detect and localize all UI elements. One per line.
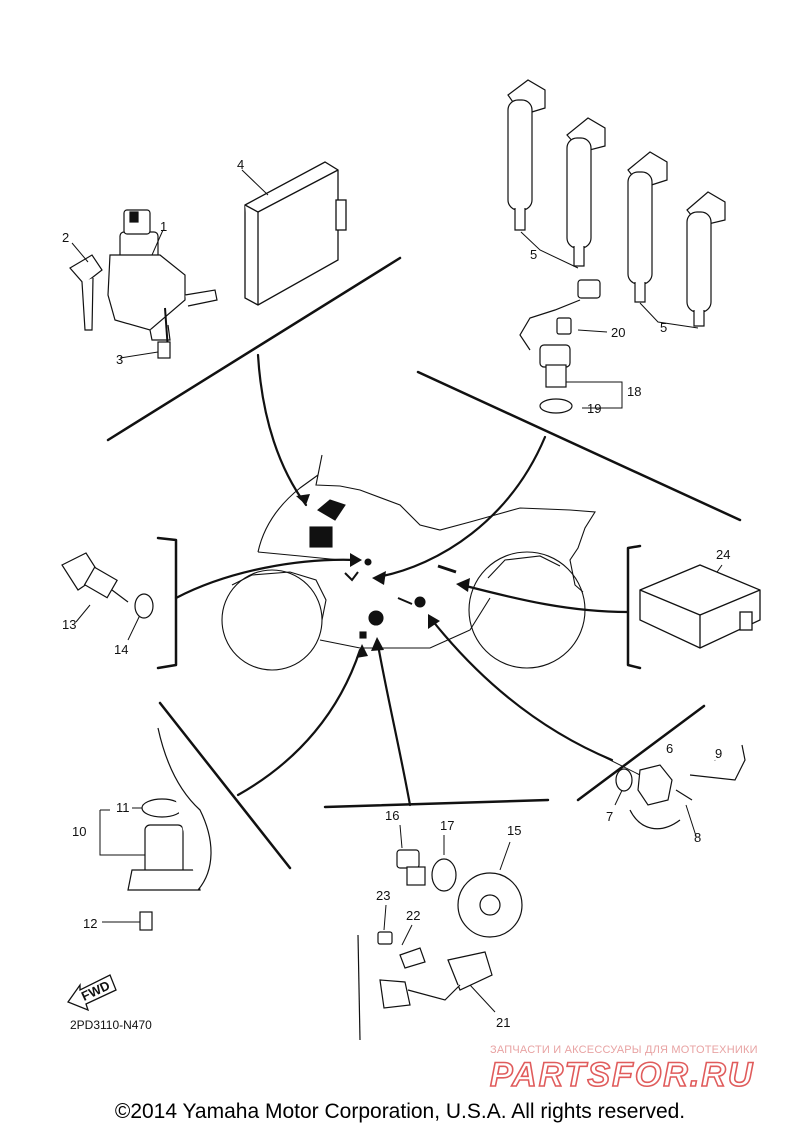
servo-motor-assembly — [127, 727, 212, 931]
callout-14: 14 — [114, 642, 128, 657]
callout-22: 22 — [406, 908, 420, 923]
arrow-neutral-to-bike — [430, 618, 614, 762]
callout-8: 8 — [694, 830, 701, 845]
arrowhead-24 — [456, 578, 470, 592]
callout-19: 19 — [587, 401, 601, 416]
key — [69, 254, 103, 331]
bracket-bottom-right — [576, 704, 706, 802]
callout-7: 7 — [606, 809, 613, 824]
copyright-notice: ©2014 Yamaha Motor Corporation, U.S.A. A… — [114, 1100, 686, 1123]
callout-20: 20 — [611, 325, 625, 340]
bracket-top-left — [106, 256, 402, 442]
callout-21: 21 — [496, 1015, 510, 1030]
arrow-pickup-to-bike — [376, 643, 412, 807]
callout-10: 10 — [72, 824, 86, 839]
callout-5a: 5 — [530, 247, 537, 262]
bracket-top-right — [416, 370, 742, 522]
watermark-logo-text: PARTSFOR.RU — [490, 1056, 754, 1092]
callout-11: 11 — [116, 800, 130, 815]
callout-5b: 5 — [660, 320, 667, 335]
callout-17: 17 — [440, 818, 454, 833]
pickup-coil-assembly — [357, 849, 523, 1041]
callout-24: 24 — [716, 547, 730, 562]
fwd-arrow — [66, 974, 117, 1012]
arrow-servo-to-bike — [236, 648, 362, 797]
arrowhead-pickup — [371, 637, 384, 651]
watermark-subtitle: ЗАПЧАСТИ И АКСЕССУАРЫ ДЛЯ МОТОТЕХНИКИ — [490, 1044, 758, 1056]
arrow-sensor-left-to-bike — [174, 558, 358, 600]
front-wheel — [221, 569, 323, 671]
rear-wheel — [468, 551, 586, 669]
arrowhead-sensor-left — [350, 553, 362, 567]
callout-1: 1 — [160, 219, 167, 234]
callout-4: 4 — [237, 157, 244, 172]
motorcycle-outline — [221, 454, 596, 671]
callout-16: 16 — [385, 808, 399, 823]
callout-15: 15 — [507, 823, 521, 838]
callout-23: 23 — [376, 888, 390, 903]
control-unit-24 — [639, 564, 761, 649]
speed-sensor-assembly — [519, 279, 601, 414]
arrowhead-neutral — [428, 614, 440, 629]
bracket-left — [156, 536, 178, 670]
arrowhead-servo — [356, 644, 368, 658]
bracket-right — [626, 544, 642, 670]
arrow-24-to-bike — [460, 583, 630, 614]
ignition-coils — [507, 79, 726, 327]
bolt-3 — [157, 341, 171, 359]
bike-ecu-block — [309, 526, 333, 548]
temperature-sensor — [61, 552, 154, 619]
callout-9: 9 — [715, 746, 722, 761]
arrowhead-coils — [372, 571, 386, 585]
callout-13: 13 — [62, 617, 76, 632]
callout-12: 12 — [83, 916, 97, 931]
arrow-coils-to-bike — [376, 435, 547, 579]
neutral-switch-assembly — [615, 744, 746, 830]
watermark-logo: PARTSFOR.RU — [489, 1055, 754, 1092]
bike-handle — [317, 499, 346, 521]
callout-6: 6 — [666, 741, 673, 756]
callout-18: 18 — [627, 384, 641, 399]
bracket-bottom-left — [158, 701, 292, 870]
main-switch-assembly — [107, 209, 218, 351]
arrow-ecu-to-bike — [256, 353, 308, 507]
diagram-code: 2PD3110-N470 — [70, 1018, 152, 1032]
bracket-bottom-center — [323, 798, 550, 809]
callout-2: 2 — [62, 230, 69, 245]
callout-3: 3 — [116, 352, 123, 367]
ecu-unit — [244, 161, 347, 306]
arrowhead-ecu — [296, 494, 310, 505]
